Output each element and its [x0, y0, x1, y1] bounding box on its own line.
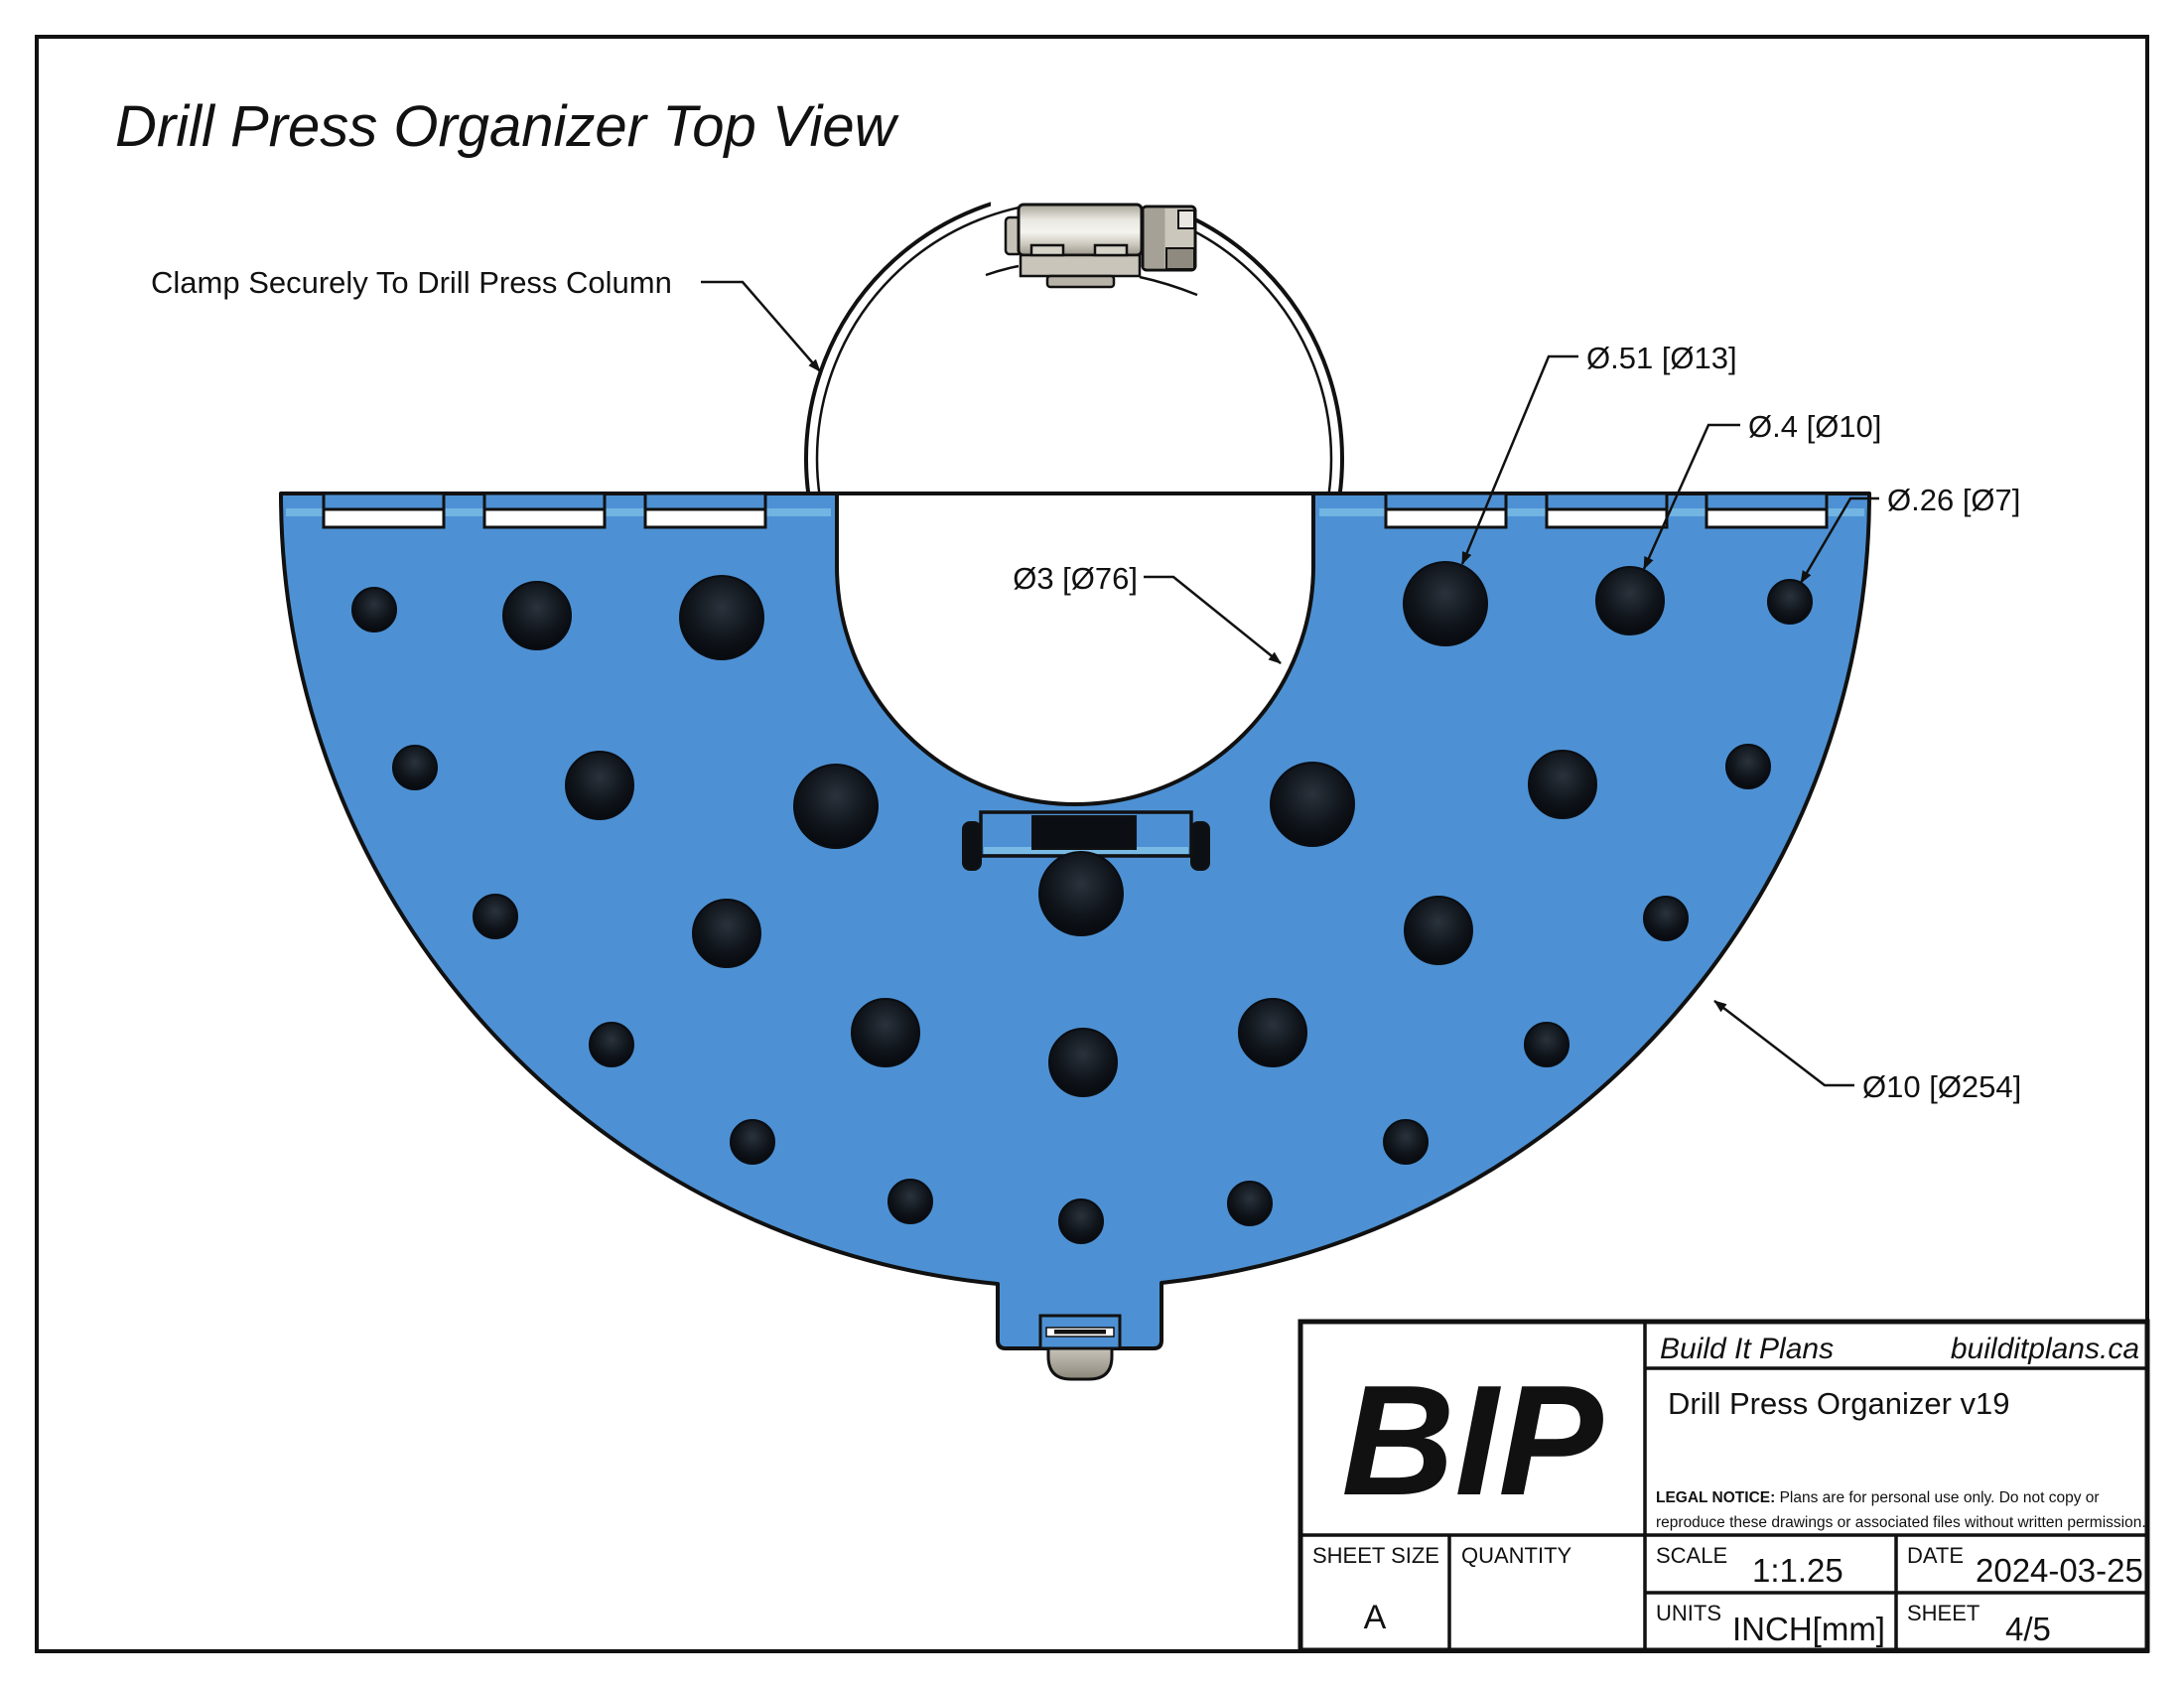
dim-center-hole-label: Ø3 [Ø76] [1013, 561, 1138, 596]
clamp-housing-base [1019, 253, 1142, 278]
leader-dim-center-hole [1144, 575, 1282, 664]
bit-hole-medium [851, 998, 920, 1067]
bottom-tab [1038, 1314, 1122, 1381]
company-name: Build It Plans [1660, 1333, 1834, 1365]
bit-hole-small [1383, 1119, 1429, 1165]
bit-hole-medium [1238, 998, 1307, 1067]
legal-notice-line1: LEGAL NOTICE: Plans are for personal use… [1656, 1489, 2100, 1506]
bit-hole-large [1038, 851, 1124, 936]
bit-hole-large [793, 764, 879, 849]
bit-hole-medium [1595, 566, 1665, 635]
units-value: INCH[mm] [1732, 1611, 1885, 1647]
bit-hole-small [1227, 1181, 1273, 1226]
leader-dim-small [1799, 496, 1879, 584]
clamp-note-label: Clamp Securely To Drill Press Column [151, 265, 672, 300]
scale-value: 1:1.25 [1752, 1552, 1843, 1589]
bit-hole-small [730, 1119, 775, 1165]
bit-hole-small [351, 587, 397, 633]
sheet-label: SHEET [1907, 1601, 1979, 1625]
page-title: Drill Press Organizer Top View [115, 94, 899, 159]
scale-label: SCALE [1656, 1543, 1727, 1568]
bit-hole-medium [1048, 1028, 1118, 1097]
bit-hole-small [1524, 1022, 1570, 1067]
sheet-size-label: SHEET SIZE [1312, 1543, 1439, 1568]
bit-hole-large [1403, 561, 1488, 646]
date-label: DATE [1907, 1543, 1964, 1568]
sheet-border [35, 35, 2149, 1653]
leader-dim-large [1460, 354, 1578, 565]
hose-clamp-housing [985, 177, 1207, 297]
bit-hole-small [1725, 744, 1771, 789]
bit-hole-small [392, 745, 438, 790]
edge-slot [482, 492, 607, 529]
bit-hole-small [473, 894, 518, 939]
bip-logo: BIP [1341, 1353, 1603, 1528]
dim-large-label: Ø.51 [Ø13] [1586, 341, 1737, 375]
edge-slot [643, 492, 767, 529]
bit-hole-small [887, 1179, 933, 1224]
leader-clamp-note [701, 280, 821, 372]
bit-hole-medium [502, 581, 572, 650]
leader-dim-medium [1642, 423, 1740, 570]
legal-notice-line2: reproduce these drawings or associated f… [1656, 1514, 2146, 1531]
bit-hole-small [589, 1022, 634, 1067]
clamp-band-saddle [1045, 274, 1116, 289]
company-website: builditplans.ca [1951, 1333, 2139, 1365]
edge-slot [1705, 492, 1829, 529]
bit-hole-medium [692, 899, 761, 968]
push-pin [1046, 1345, 1114, 1381]
sheet-value: 4/5 [2005, 1611, 2051, 1647]
leader-lines [701, 280, 1879, 1087]
leader-dim-outer [1713, 1000, 1854, 1087]
dim-medium-label: Ø.4 [Ø10] [1748, 409, 1881, 444]
top-edge-slots [322, 492, 1829, 529]
bit-hole-medium [1404, 896, 1473, 965]
bit-hole-large [1270, 762, 1355, 847]
drawing-title: Drill Press Organizer v19 [1668, 1386, 2010, 1421]
bit-hole-medium [1528, 750, 1597, 819]
quantity-label: QUANTITY [1461, 1543, 1572, 1568]
bit-holes [351, 561, 1813, 1244]
sheet-size-value: A [1364, 1599, 1387, 1636]
edge-slot [1545, 492, 1669, 529]
date-value: 2024-03-25 [1976, 1552, 2143, 1589]
units-label: UNITS [1656, 1601, 1721, 1625]
edge-slot [322, 492, 446, 529]
dim-outer-label: Ø10 [Ø254] [1862, 1069, 2021, 1104]
bit-hole-small [1643, 896, 1689, 941]
organizer-plate [279, 492, 1871, 1381]
legal-notice-label: LEGAL NOTICE: [1656, 1489, 1775, 1506]
bit-hole-medium [565, 751, 634, 820]
bit-hole-large [679, 575, 764, 660]
title-block: BIP Build It Plans builditplans.ca Drill… [1297, 1319, 2150, 1653]
legal-notice-text1: Plans are for personal use only. Do not … [1775, 1489, 2099, 1506]
dim-small-label: Ø.26 [Ø7] [1887, 483, 2020, 517]
edge-slot [1384, 492, 1508, 529]
bit-hole-small [1058, 1198, 1104, 1244]
bit-hole-small [1767, 579, 1813, 625]
